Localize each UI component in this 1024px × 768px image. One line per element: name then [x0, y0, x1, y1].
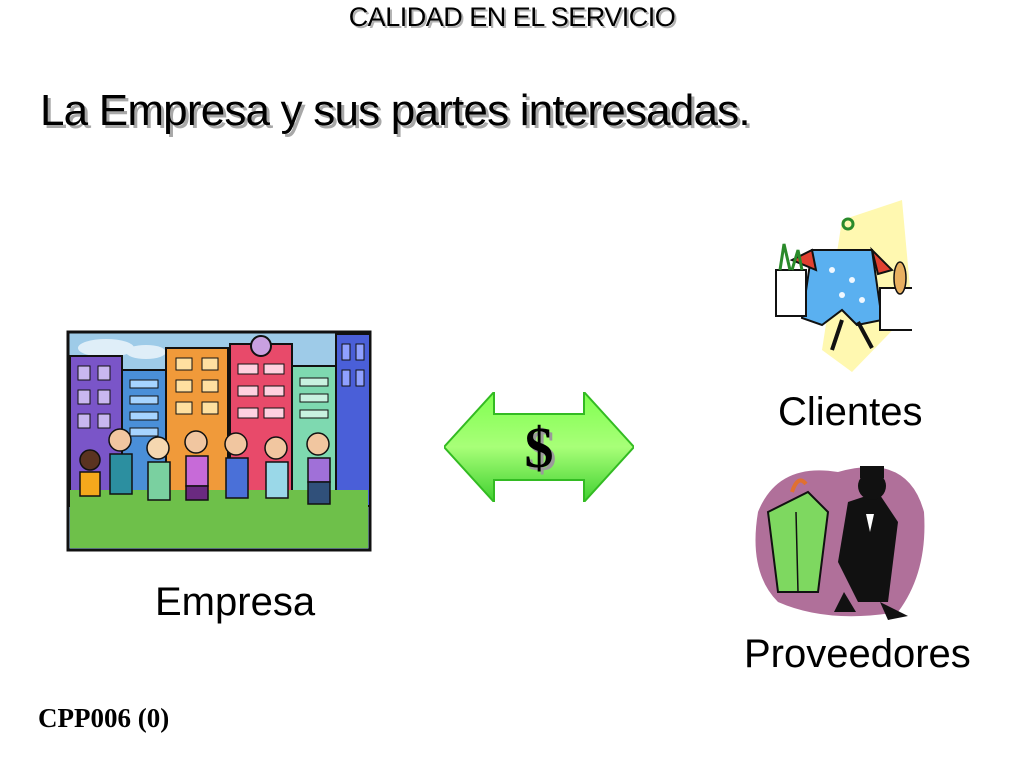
label-empresa: Empresa: [155, 580, 316, 624]
city-people-illustration: [66, 330, 372, 552]
label-clientes: Clientes: [778, 390, 923, 434]
label-proveedores: Proveedores: [744, 632, 971, 676]
shopper-illustration: [775, 200, 912, 372]
supplier-illustration: [755, 466, 925, 620]
slide-code: CPP006 (0): [38, 703, 170, 733]
dollar-symbol: $: [524, 414, 554, 480]
slide-header: CALIDAD EN EL SERVICIO: [348, 2, 676, 32]
double-arrow-icon: [444, 392, 634, 502]
slide-title: La Empresa y sus partes interesadas.: [40, 86, 751, 135]
